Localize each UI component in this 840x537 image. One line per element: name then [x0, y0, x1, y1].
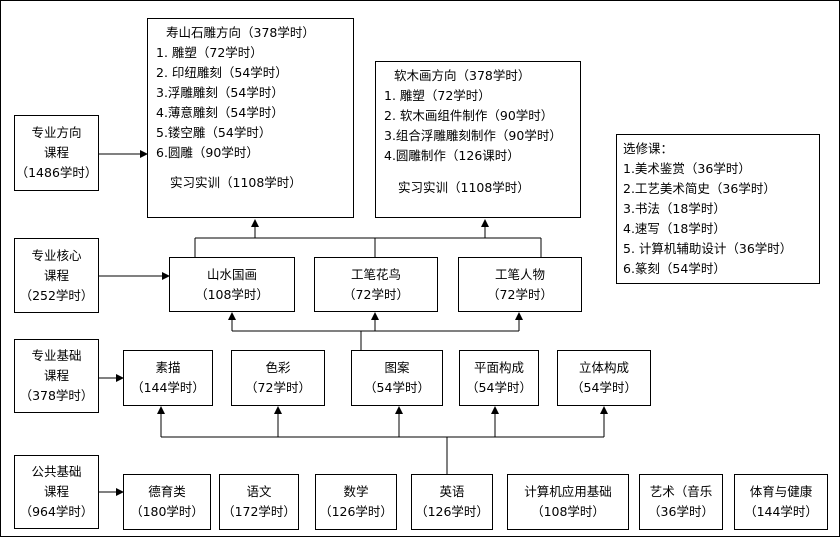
course-name: 工笔人物 [494, 266, 545, 282]
public-course-box: 艺术（音乐 （36学时） [639, 474, 723, 530]
course-name: 艺术（音乐 [649, 484, 713, 499]
list-item: 4.薄意雕刻（54学时） [156, 105, 284, 120]
list-item: 3.组合浮雕雕刻制作（90学时） [384, 128, 562, 143]
category-direction-line2: 课程 [43, 145, 69, 160]
course-name: 山水国画 [206, 266, 257, 282]
foundation-course-box: 立体构成 （54学时） [557, 350, 651, 406]
course-hours: （108学时） [195, 286, 269, 302]
list-item: 1. 雕塑（72学时） [156, 45, 263, 60]
course-name: 色彩 [265, 360, 291, 375]
category-core: 专业核心 课程 （252学时） [14, 238, 99, 313]
course-name: 平面构成 [473, 360, 524, 375]
training-item: 实习实训（1108学时） [170, 175, 302, 190]
category-direction-hours: （1486学时） [15, 165, 98, 180]
list-item: 5.镂空雕（54学时） [156, 125, 272, 140]
public-course-box: 数学 （126学时） [315, 474, 397, 530]
course-name: 数学 [343, 484, 369, 499]
category-foundation: 专业基础 课程 （378学时） [14, 339, 99, 413]
list-item: 3.浮雕雕刻（54学时） [156, 85, 284, 100]
category-public-hours: （964学时） [19, 504, 94, 519]
category-core-line1: 专业核心 [31, 247, 82, 263]
course-hours: （108学时） [531, 504, 605, 519]
category-core-line2: 课程 [43, 267, 69, 283]
course-hours: （180学时） [130, 504, 204, 519]
core-course-box: 工笔人物 （72学时） [458, 257, 582, 312]
electives-box: 选修课： 1.美术鉴赏（36学时） 2.工艺美术简史（36学时） 3.书法（18… [616, 134, 820, 284]
course-hours: （72学时） [245, 380, 311, 395]
list-item: 4.圆雕制作（126课时） [384, 148, 520, 163]
category-foundation-line2: 课程 [43, 368, 69, 383]
course-name: 立体构成 [578, 360, 629, 375]
course-hours: （36学时） [648, 504, 714, 519]
foundation-course-box: 图案 （54学时） [351, 350, 443, 406]
course-hours: （72学时） [343, 286, 409, 302]
training-item: 实习实训（1108学时） [398, 180, 530, 195]
category-public: 公共基础 课程 （964学时） [14, 455, 99, 529]
public-course-box: 计算机应用基础 （108学时） [507, 474, 629, 530]
course-name: 计算机应用基础 [524, 484, 612, 499]
foundation-course-box: 色彩 （72学时） [231, 350, 325, 406]
list-item: 4.速写（18学时） [623, 221, 726, 236]
foundation-course-box: 素描 （144学时） [123, 350, 213, 406]
course-hours: （126学时） [415, 504, 489, 519]
course-hours: （72学时） [487, 286, 553, 302]
category-direction-line1: 专业方向 [31, 125, 82, 140]
core-course-box: 工笔花鸟 （72学时） [314, 257, 438, 312]
list-item: 2. 印纽雕刻（54学时） [156, 65, 288, 80]
course-hours: （126学时） [319, 504, 393, 519]
public-course-box: 语文 （172学时） [219, 474, 299, 530]
course-name: 德育类 [148, 484, 186, 499]
course-name: 英语 [439, 484, 465, 499]
course-name: 图案 [384, 360, 410, 375]
category-direction: 专业方向 课程 （1486学时） [14, 115, 99, 191]
course-hours: （144学时） [744, 504, 818, 519]
core-course-box: 山水国画 （108学时） [169, 257, 295, 312]
course-hours: （54学时） [364, 380, 430, 395]
course-hours: （172学时） [222, 504, 296, 519]
course-hours: （54学时） [571, 380, 637, 395]
course-name: 素描 [155, 360, 181, 375]
category-foundation-line1: 专业基础 [31, 348, 82, 363]
list-item: 2. 软木画组件制作（90学时） [384, 108, 554, 123]
list-item: 1.美术鉴赏（36学时） [623, 161, 751, 176]
list-item: 3.书法（18学时） [623, 201, 726, 216]
course-hours: （144学时） [131, 380, 205, 395]
course-hours: （54学时） [466, 380, 532, 395]
foundation-course-box: 平面构成 （54学时） [459, 350, 539, 406]
list-item: 1. 雕塑（72学时） [384, 88, 491, 103]
list-item: 6.圆雕（90学时） [156, 145, 259, 160]
category-public-line1: 公共基础 [31, 464, 82, 479]
public-course-box: 英语 （126学时） [411, 474, 493, 530]
category-core-hours: （252学时） [19, 287, 94, 303]
direction-ruanmu-box: 软木画方向（378学时） 1. 雕塑（72学时） 2. 软木画组件制作（90学时… [375, 61, 581, 218]
public-course-box: 体育与健康 （144学时） [734, 474, 828, 530]
category-public-line2: 课程 [43, 484, 69, 499]
list-item: 2.工艺美术简史（36学时） [623, 181, 776, 196]
direction-title: 寿山石雕方向（378学时） [166, 25, 315, 40]
course-name: 体育与健康 [749, 484, 813, 499]
direction-shoushan-box: 寿山石雕方向（378学时） 1. 雕塑（72学时） 2. 印纽雕刻（54学时） … [147, 18, 354, 218]
course-name: 工笔花鸟 [350, 266, 401, 282]
list-item: 6.篆刻（54学时） [623, 261, 726, 276]
electives-title: 选修课： [623, 141, 674, 156]
category-foundation-hours: （378学时） [19, 388, 94, 403]
course-name: 语文 [246, 484, 272, 499]
public-course-box: 德育类 （180学时） [123, 474, 211, 530]
direction-title: 软木画方向（378学时） [394, 68, 531, 83]
list-item: 5. 计算机辅助设计（36学时） [623, 241, 793, 256]
